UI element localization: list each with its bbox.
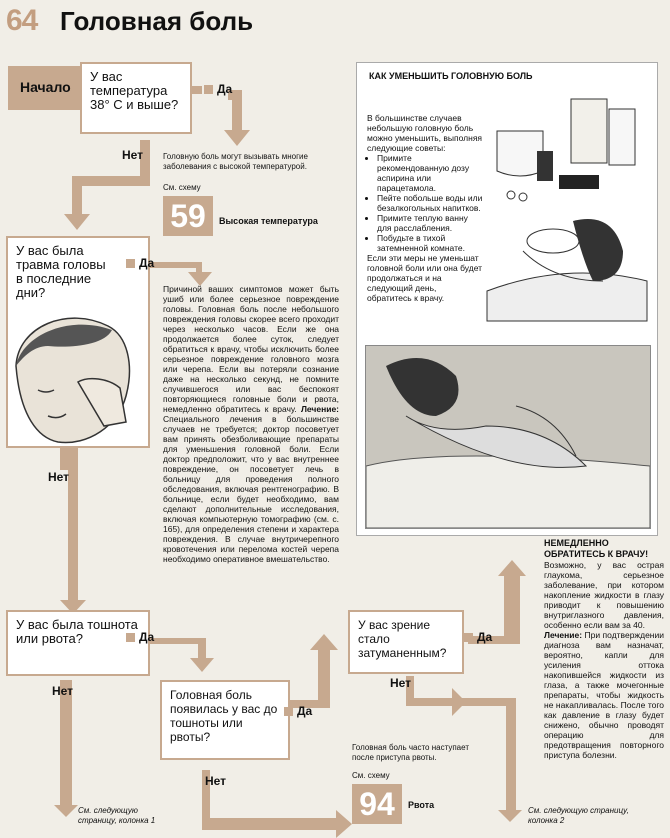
injury-treatment-text: Специального лечения в большинстве случа… <box>163 414 339 564</box>
tips-list: В большинстве случаев небольшую головную… <box>367 113 483 303</box>
injury-yes-label: Да <box>126 256 154 270</box>
question-head-injury-text: У вас была травма головы в последние дни… <box>16 243 106 300</box>
square-icon <box>284 707 293 717</box>
start-marker: Начало <box>8 66 84 110</box>
pain-before-see-scheme: См. схему <box>352 771 390 780</box>
square-icon <box>126 633 135 643</box>
vision-next-page: См. следующую страницу, колонка 2 <box>528 806 629 825</box>
glaucoma-text: НЕМЕДЛЕННО ОБРАТИТЕСЬ К ВРАЧУ! Возможно,… <box>544 538 664 760</box>
injury-no-label: Нет <box>48 470 70 484</box>
page-number: 64 <box>6 4 38 37</box>
man-resting-illustration <box>365 345 651 529</box>
tip-item: Пейте побольше воды или безалкогольных н… <box>377 193 483 213</box>
tip-item: Примите теплую ванну для расслабления. <box>377 213 483 233</box>
question-blurred-vision-text: У вас зрение стало затуманенным? <box>358 618 447 660</box>
scheme-94-title: Рвота <box>408 800 435 810</box>
injury-yes-paragraph: Причиной ваших симптомов может быть ушиб… <box>163 284 339 414</box>
question-pain-before-nausea-text: Головная боль появилась у вас до тошноты… <box>170 688 278 744</box>
fever-no-label: Нет <box>122 148 144 162</box>
fever-yes-label: Да <box>204 82 232 96</box>
tip-item: Примите рекомендованную дозу аспирина ил… <box>377 153 483 193</box>
nausea-yes-label: Да <box>126 630 154 644</box>
pain-before-no-note: Головная боль часто наступает после прис… <box>352 743 469 762</box>
question-pain-before-nausea: Головная боль появилась у вас до тошноты… <box>160 680 290 760</box>
vision-yes-label: Да <box>464 630 492 644</box>
tips-intro: В большинстве случаев небольшую головную… <box>367 113 483 153</box>
nausea-no-label: Нет <box>52 684 74 698</box>
question-fever: У вас температура 38° С и выше? <box>80 62 192 134</box>
pain-before-yes-label: Да <box>284 704 312 718</box>
square-icon <box>126 259 135 269</box>
woman-bath-illustration <box>486 219 648 322</box>
injury-yes-text: Причиной ваших симптомов может быть ушиб… <box>163 284 339 564</box>
urgent-heading: НЕМЕДЛЕННО ОБРАТИТЕСЬ К ВРАЧУ! <box>544 538 649 559</box>
question-nausea: У вас была тошнота или рвота? <box>6 610 150 676</box>
start-label: Начало <box>20 79 71 95</box>
square-icon <box>464 633 473 643</box>
injury-treatment-head: Лечение: <box>300 404 339 414</box>
scheme-59-badge: 59 <box>163 196 213 236</box>
question-head-injury: У вас была травма головы в последние дни… <box>6 236 150 448</box>
scheme-59-title: Высокая температура <box>219 216 318 226</box>
glaucoma-treatment-text: При подтверждении диагноза вам назначат,… <box>544 630 664 760</box>
fever-yes-text: Головную боль могут вызывать многие забо… <box>163 152 308 171</box>
tips-outro: Если эти меры не уменьшат головной боли … <box>367 253 483 303</box>
question-nausea-text: У вас была тошнота или рвота? <box>16 617 138 646</box>
pain-before-no-label: Нет <box>205 774 227 788</box>
medicine-drinks-illustration <box>496 98 636 202</box>
fever-see-scheme: См. схему <box>163 183 201 192</box>
tip-item: Побудьте в тихой затемненной комнате. <box>377 233 483 253</box>
page-title: Головная боль <box>60 6 254 36</box>
nausea-next-page: См. следующую страницу, колонка 1 <box>78 806 156 825</box>
tips-panel: КАК УМЕНЬШИТЬ ГОЛОВНУЮ БОЛЬ В большинств… <box>356 62 658 536</box>
glaucoma-treatment-head: Лечение: <box>544 630 583 640</box>
glaucoma-paragraph: Возможно, у вас острая глаукома, серьезн… <box>544 560 664 630</box>
square-icon <box>204 85 213 95</box>
scheme-94-badge: 94 <box>352 784 402 824</box>
question-blurred-vision: У вас зрение стало затуманенным? <box>348 610 464 674</box>
question-fever-text: У вас температура 38° С и выше? <box>90 69 179 112</box>
tips-panel-title: КАК УМЕНЬШИТЬ ГОЛОВНУЮ БОЛЬ <box>369 71 533 81</box>
vision-no-label: Нет <box>390 676 412 690</box>
man-headache-illustration <box>15 317 131 444</box>
